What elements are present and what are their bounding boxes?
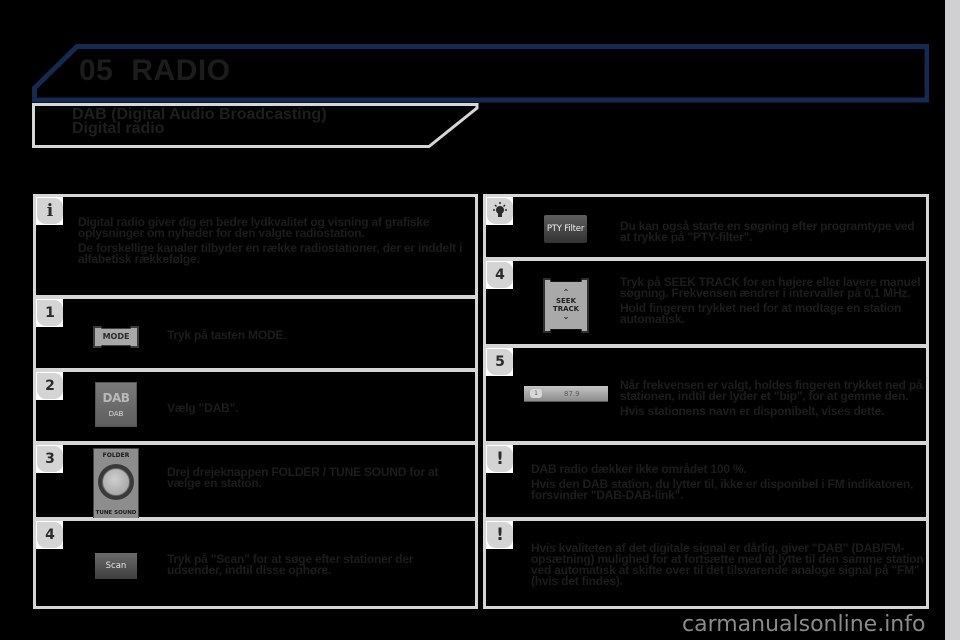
paragraph: Hvis den DAB station, du lytter til, ikk…: [531, 477, 914, 502]
step-badge: 4: [36, 521, 63, 549]
section-number: 05: [79, 54, 114, 87]
subsection-title: DAB (Digital Audio Broadcasting) Digital…: [72, 106, 327, 137]
panel-text: Tryk på "Scan" for at søge efter station…: [167, 552, 467, 580]
step-badge: 2: [36, 372, 63, 400]
paragraph: Vælg "DAB".: [167, 401, 239, 415]
paragraph: DAB radio dækker ikke området 100 %.: [531, 462, 747, 476]
paragraph: Hvis stationens navn er disponibelt, vis…: [620, 404, 885, 418]
section-title: RADIO: [131, 54, 231, 87]
step-number: 3: [37, 446, 63, 472]
chevron-down-icon: ⌄: [562, 312, 570, 321]
page-title: 05 RADIO: [79, 54, 231, 88]
paragraph: Tryk på "Scan" for at søge efter station…: [167, 552, 414, 577]
step-panel-5: 5 1 87.9 Når frekvensen er valgt, holdes…: [483, 345, 929, 444]
subheader-frame: [32, 103, 479, 148]
step-panel-4: 4 Scan Tryk på "Scan" for at søge efter …: [33, 518, 478, 609]
preset-number: 1: [530, 389, 542, 398]
paragraph: Hvis kvaliteten af det digitale signal e…: [531, 541, 924, 588]
step-panel-2: 2 DAB DAB Vælg "DAB".: [33, 369, 478, 444]
warning-badge: !: [486, 521, 513, 549]
tip-panel: PTY Filter Du kan også starte en søgning…: [483, 194, 929, 260]
paragraph: Drej drejeknappen FOLDER / TUNE SOUND fo…: [167, 465, 439, 490]
dab-logo-icon: DAB: [102, 391, 130, 405]
folder-tune-sound-knob-illustration: FOLDER TUNE SOUND: [93, 448, 139, 520]
panel-text: Hvis kvaliteten af det digitale signal e…: [531, 541, 926, 591]
step-badge: 1: [36, 299, 63, 327]
paragraph: Tryk på tasten MODE.: [167, 328, 287, 342]
station-preset-bar-illustration: 1 87.9: [524, 386, 608, 402]
station-frequency: 87.9: [564, 390, 580, 398]
info-panel: i Digital radio giver dig en bedre lydkv…: [33, 194, 478, 298]
panel-text: Drej drejeknappen FOLDER / TUNE SOUND fo…: [167, 465, 467, 493]
step-badge: 4: [486, 261, 513, 289]
panel-text: Du kan også starte en søgning efter prog…: [620, 219, 925, 247]
subsection-header: DAB (Digital Audio Broadcasting) Digital…: [32, 103, 479, 148]
exclamation-icon: !: [487, 522, 513, 548]
panel-text: Vælg "DAB".: [167, 401, 467, 418]
paragraph: Tryk på SEEK TRACK for en højere eller l…: [620, 275, 921, 300]
section-header: 05 RADIO: [32, 44, 929, 103]
paragraph: Du kan også starte en søgning efter prog…: [620, 219, 915, 244]
panel-text: DAB radio dækker ikke området 100 %. Hvi…: [531, 462, 926, 505]
chevron-up-icon: ⌃: [562, 288, 570, 297]
subsection-title-line2: Digital radio: [72, 120, 165, 137]
knob-icon: [98, 464, 134, 500]
step-panel-1: 1 MODE Tryk på tasten MODE.: [33, 296, 478, 371]
step-badge: 3: [36, 445, 63, 473]
seek-track-button-illustration: ⌃ SEEK TRACK ⌄: [543, 278, 589, 333]
paragraph: De forskellige kanaler tilbyder en række…: [78, 241, 463, 266]
paragraph: Når frekvensen er valgt, holdes fingeren…: [620, 378, 923, 403]
paragraph: Hold fingeren trykket ned for at modtage…: [620, 301, 902, 326]
step-number: 5: [487, 349, 513, 375]
panel-text: Tryk på SEEK TRACK for en højere eller l…: [620, 275, 925, 329]
info-icon: i: [37, 198, 63, 224]
knob-bottom-label: TUNE SOUND: [95, 510, 137, 516]
scan-button-illustration: Scan: [95, 553, 137, 579]
step-panel-3: 3 FOLDER TUNE SOUND Drej drejeknappen FO…: [33, 442, 478, 520]
seek-label: SEEK: [555, 297, 577, 305]
warning-panel-signal: ! Hvis kvaliteten af det digitale signal…: [483, 518, 929, 609]
step-number: 2: [37, 373, 63, 399]
page-edge-strip: [945, 0, 960, 640]
step-number: 4: [487, 262, 513, 288]
dab-button-illustration: DAB DAB: [95, 382, 137, 427]
step-number: 1: [37, 300, 63, 326]
dab-label: DAB: [108, 410, 124, 418]
track-label: TRACK: [552, 305, 580, 313]
tip-badge: [486, 197, 513, 225]
panel-text: Når frekvensen er valgt, holdes fingeren…: [620, 378, 925, 421]
step-badge: 5: [486, 348, 513, 376]
warning-badge: !: [486, 445, 513, 473]
step-number: 4: [37, 522, 63, 548]
subsection-title-line1: DAB (Digital Audio Broadcasting): [72, 106, 327, 123]
warning-panel-coverage: ! DAB radio dækker ikke området 100 %. H…: [483, 442, 929, 520]
knob-top-label: FOLDER: [102, 452, 130, 459]
pty-filter-button-illustration: PTY Filter: [544, 215, 587, 243]
watermark: carmanualsonline.info: [682, 612, 926, 637]
panel-text: Tryk på tasten MODE.: [167, 328, 467, 345]
step-panel-4-seek: 4 ⌃ SEEK TRACK ⌄ Tryk på SEEK TRACK for …: [483, 258, 929, 347]
lightbulb-icon: [487, 198, 513, 224]
mode-button-illustration: MODE: [93, 326, 139, 348]
exclamation-icon: !: [487, 446, 513, 472]
info-badge: i: [36, 197, 63, 225]
panel-text: Digital radio giver dig en bedre lydkval…: [78, 215, 468, 269]
paragraph: Digital radio giver dig en bedre lydkval…: [78, 215, 430, 240]
header-frame: [32, 44, 929, 103]
